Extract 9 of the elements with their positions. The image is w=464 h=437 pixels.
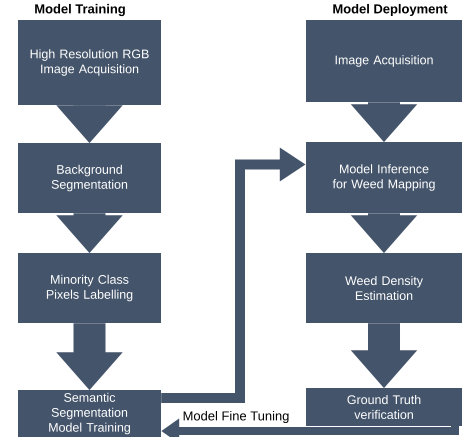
process-box: Ground Truth verification bbox=[306, 388, 462, 426]
process-box: Image Acquisition bbox=[306, 20, 462, 102]
process-box: Semantic Segmentation Model Training bbox=[18, 390, 161, 437]
process-box: Background Segmentation bbox=[18, 143, 161, 213]
process-box: Weed Density Estimation bbox=[306, 253, 462, 323]
process-box: Model Inference for Weed Mapping bbox=[306, 142, 462, 213]
node-label: Ground Truth verification bbox=[347, 394, 420, 420]
process-box: Minority Class Pixels Labelling bbox=[18, 253, 161, 323]
edge-label: Model Fine Tuning bbox=[184, 410, 289, 424]
